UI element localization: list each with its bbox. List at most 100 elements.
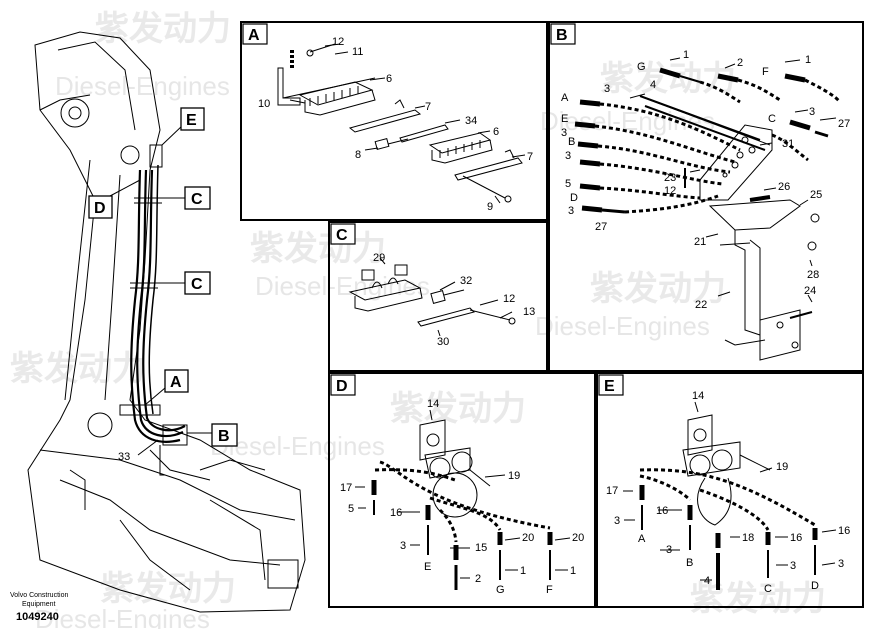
panel-E-label-3c: 3	[790, 560, 796, 572]
panel-B-label-28: 28	[807, 269, 819, 281]
svg-text:D: D	[94, 200, 106, 217]
callout-A[interactable]: A	[164, 369, 189, 393]
panel-B-label-C: C	[768, 113, 776, 125]
panel-A: A	[240, 21, 548, 221]
panel-A-label-12: 12	[332, 36, 344, 48]
panel-C-label-12: 12	[503, 293, 515, 305]
svg-text:A: A	[170, 374, 182, 391]
callout-C-lower[interactable]: C	[184, 271, 211, 295]
panel-B-label-23: 23	[664, 172, 676, 184]
watermark-en: Diesel-Engines	[35, 604, 210, 629]
panel-E-label-C: C	[764, 583, 772, 595]
panel-E-label-3: 3	[614, 515, 620, 527]
panel-B-label-D: D	[570, 192, 578, 204]
panel-D: D 14 19 17 5 16 20 20 3	[328, 372, 596, 608]
panel-E-label-D: D	[811, 580, 819, 592]
watermark-cn: 紫发动力	[600, 59, 736, 99]
panel-E-label-16c: 16	[838, 525, 850, 537]
panel-A-label-10: 10	[258, 98, 270, 110]
panel-D-label-16: 16	[390, 507, 402, 519]
panel-B-label-1b: 1	[805, 54, 811, 66]
callout-C-upper[interactable]: C	[184, 186, 211, 210]
panel-C-label-30: 30	[437, 336, 449, 348]
panel-A-label-8: 8	[355, 149, 361, 161]
panel-A-label-6b: 6	[493, 126, 499, 138]
panel-D-label-2: 2	[475, 573, 481, 585]
panel-B-label-3d: 3	[565, 150, 571, 162]
panel-B-label-3b: 3	[809, 106, 815, 118]
panel-C-title: C	[336, 227, 348, 244]
panel-B-label-4: 4	[650, 79, 656, 91]
panel-E-label-16b: 16	[790, 532, 802, 544]
panel-C-label-32: 32	[460, 275, 472, 287]
panel-B-label-1: 1	[683, 49, 689, 61]
panel-B-label-E: E	[561, 113, 568, 125]
panel-B-label-2: 2	[737, 57, 743, 69]
watermark-cn: 紫发动力	[100, 569, 236, 609]
panel-D-title: D	[336, 378, 348, 395]
watermark-cn: 紫发动力	[10, 349, 146, 389]
panel-A-label-7b: 7	[527, 151, 533, 163]
panel-D-label-3: 3	[400, 540, 406, 552]
watermark-cn: 紫发动力	[690, 579, 826, 619]
panel-B-label-5: 5	[565, 178, 571, 190]
panel-E-label-17: 17	[606, 485, 618, 497]
panel-B-label-3: 3	[604, 83, 610, 95]
panel-E: E 14 19 17 16 3 18 16 16 A 3 3 3	[596, 372, 864, 608]
watermark-cn: 紫发动力	[95, 9, 231, 49]
panel-D-label-G: G	[496, 584, 505, 596]
panel-B-label-31: 31	[782, 138, 794, 150]
panel-A-title: A	[248, 27, 260, 44]
svg-text:B: B	[218, 428, 230, 445]
panel-A-label-34: 34	[465, 115, 477, 127]
panel-D-label-14: 14	[427, 398, 439, 410]
part-label-33: 33	[118, 451, 130, 463]
panel-D-label-5: 5	[348, 503, 354, 515]
panel-E-title: E	[604, 378, 615, 395]
svg-text:C: C	[191, 276, 203, 293]
panel-A-label-11: 11	[352, 46, 363, 58]
boom-overview	[27, 31, 306, 613]
svg-text:C: C	[191, 191, 203, 208]
panel-B-label-27: 27	[838, 118, 850, 130]
watermark-cn: 紫发动力	[390, 389, 526, 429]
panel-C-label-29: 29	[373, 252, 385, 264]
panel-B-title: B	[556, 27, 568, 44]
panel-D-label-17: 17	[340, 482, 352, 494]
panel-E-label-A: A	[638, 533, 646, 545]
panel-D-label-1b: 1	[570, 565, 576, 577]
panel-A-label-6: 6	[386, 73, 392, 85]
panel-E-label-16: 16	[656, 505, 668, 517]
panel-B-label-B: B	[568, 136, 575, 148]
footer-number: 1049240	[16, 611, 59, 623]
panel-A-label-7: 7	[425, 101, 431, 113]
panel-B-label-24: 24	[804, 285, 816, 297]
panel-E-label-14: 14	[692, 390, 704, 402]
callout-D[interactable]: D	[88, 195, 113, 219]
panel-C-label-13: 13	[523, 306, 535, 318]
panel-D-label-F: F	[546, 584, 553, 596]
panel-B-label-22: 22	[695, 299, 707, 311]
watermark-en: Diesel-Engines	[255, 271, 430, 301]
watermark-cn: 紫发动力	[250, 229, 386, 269]
panel-B-label-G: G	[637, 61, 646, 73]
panel-A-label-9: 9	[487, 201, 493, 213]
panel-D-label-20: 20	[522, 532, 534, 544]
panel-B-label-25: 25	[810, 189, 822, 201]
svg-text:E: E	[186, 112, 197, 129]
panel-B-label-12: 12	[664, 185, 676, 197]
callout-E[interactable]: E	[180, 107, 205, 131]
footer-brand: Volvo Construction	[10, 592, 68, 599]
callout-B[interactable]: B	[211, 423, 238, 447]
panel-B-label-3c: 3	[561, 127, 567, 139]
panel-E-label-3b: 3	[666, 544, 672, 556]
panel-D-label-E: E	[424, 561, 431, 573]
panel-B-label-27b: 27	[595, 221, 607, 233]
panel-E-label-18: 18	[742, 532, 754, 544]
panel-C: C 29 32 12 13 30	[328, 221, 548, 372]
watermark-en: Diesel-Engines	[535, 311, 710, 341]
panel-D-label-20b: 20	[572, 532, 584, 544]
panel-E-label-3d: 3	[838, 558, 844, 570]
panel-E-label-4: 4	[704, 575, 710, 587]
